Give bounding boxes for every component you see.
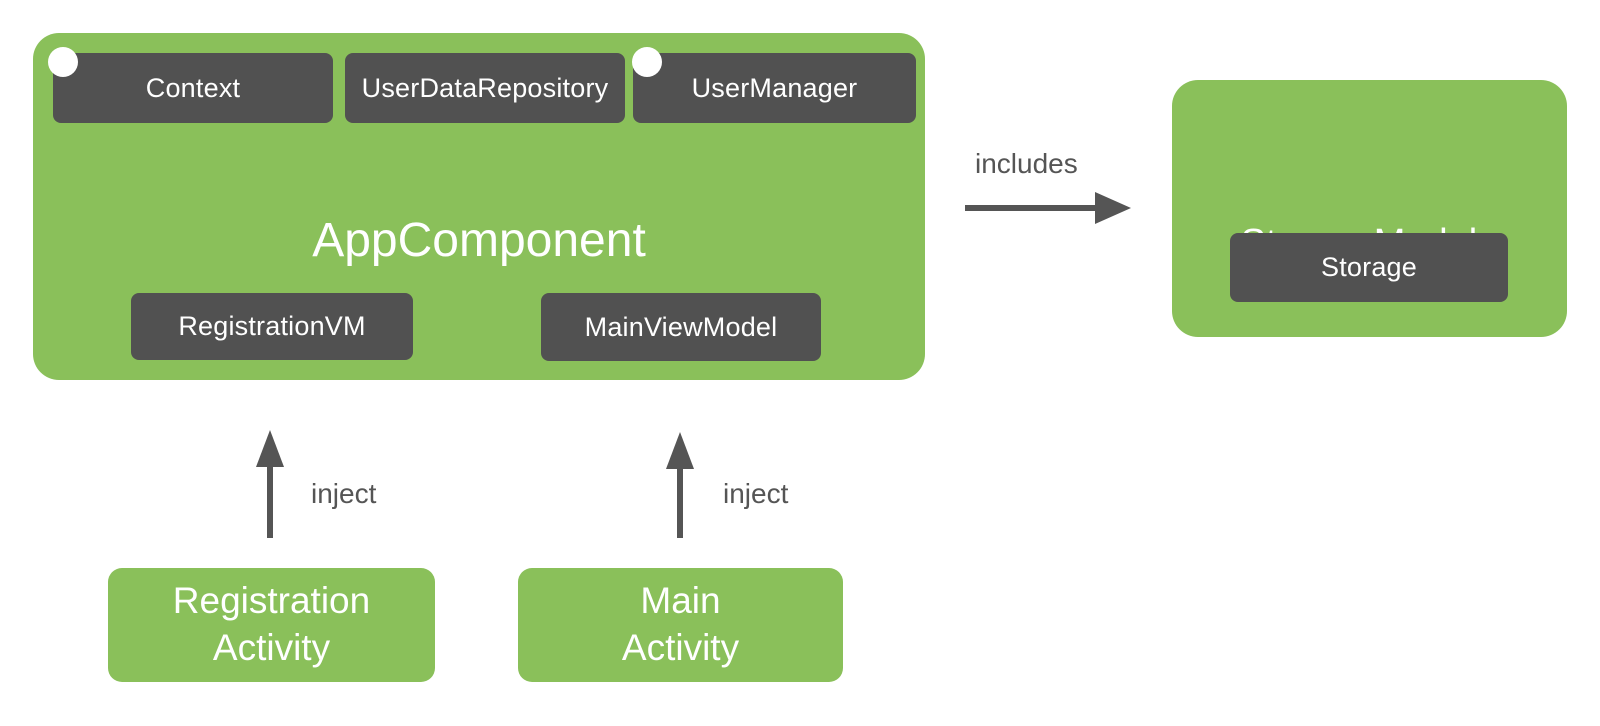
main-activity-box: Main Activity — [518, 568, 843, 682]
app-component-title: AppComponent — [312, 214, 646, 267]
dependency-chip-label: UserDataRepository — [361, 72, 609, 103]
dependency-chip-label: UserManager — [691, 72, 858, 103]
arrow-up-icon — [666, 432, 694, 538]
viewmodel-chip-label: MainViewModel — [584, 311, 778, 342]
includes-edge-label: includes — [975, 148, 1078, 179]
dependency-chip-label: Context — [145, 72, 241, 103]
storage-chip: Storage — [1230, 233, 1508, 302]
viewmodel-chip-registrationvm: RegistrationVM — [131, 293, 413, 360]
main-activity-label: Main Activity — [621, 580, 740, 668]
registration-activity-box: Registration Activity — [108, 568, 435, 682]
inject-edge-label-right: inject — [723, 478, 789, 509]
storage-chip-label: Storage — [1321, 252, 1417, 282]
arrow-right-icon — [965, 192, 1131, 224]
viewmodel-chip-label: RegistrationVM — [178, 311, 366, 341]
storage-module-box: StorageModule Storage — [1172, 80, 1567, 337]
white-dot-icon — [48, 47, 78, 77]
dependency-chip-usermanager: UserManager — [633, 53, 916, 123]
dependency-chip-userdatarepository: UserDataRepository — [345, 53, 625, 123]
arrow-up-icon — [256, 430, 284, 538]
white-dot-icon — [632, 47, 662, 77]
dependency-chip-context: Context — [53, 53, 333, 123]
registration-activity-label: Registration Activity — [172, 580, 371, 668]
inject-edge-label-left: inject — [311, 478, 377, 509]
viewmodel-chip-mainviewmodel: MainViewModel — [541, 293, 821, 361]
